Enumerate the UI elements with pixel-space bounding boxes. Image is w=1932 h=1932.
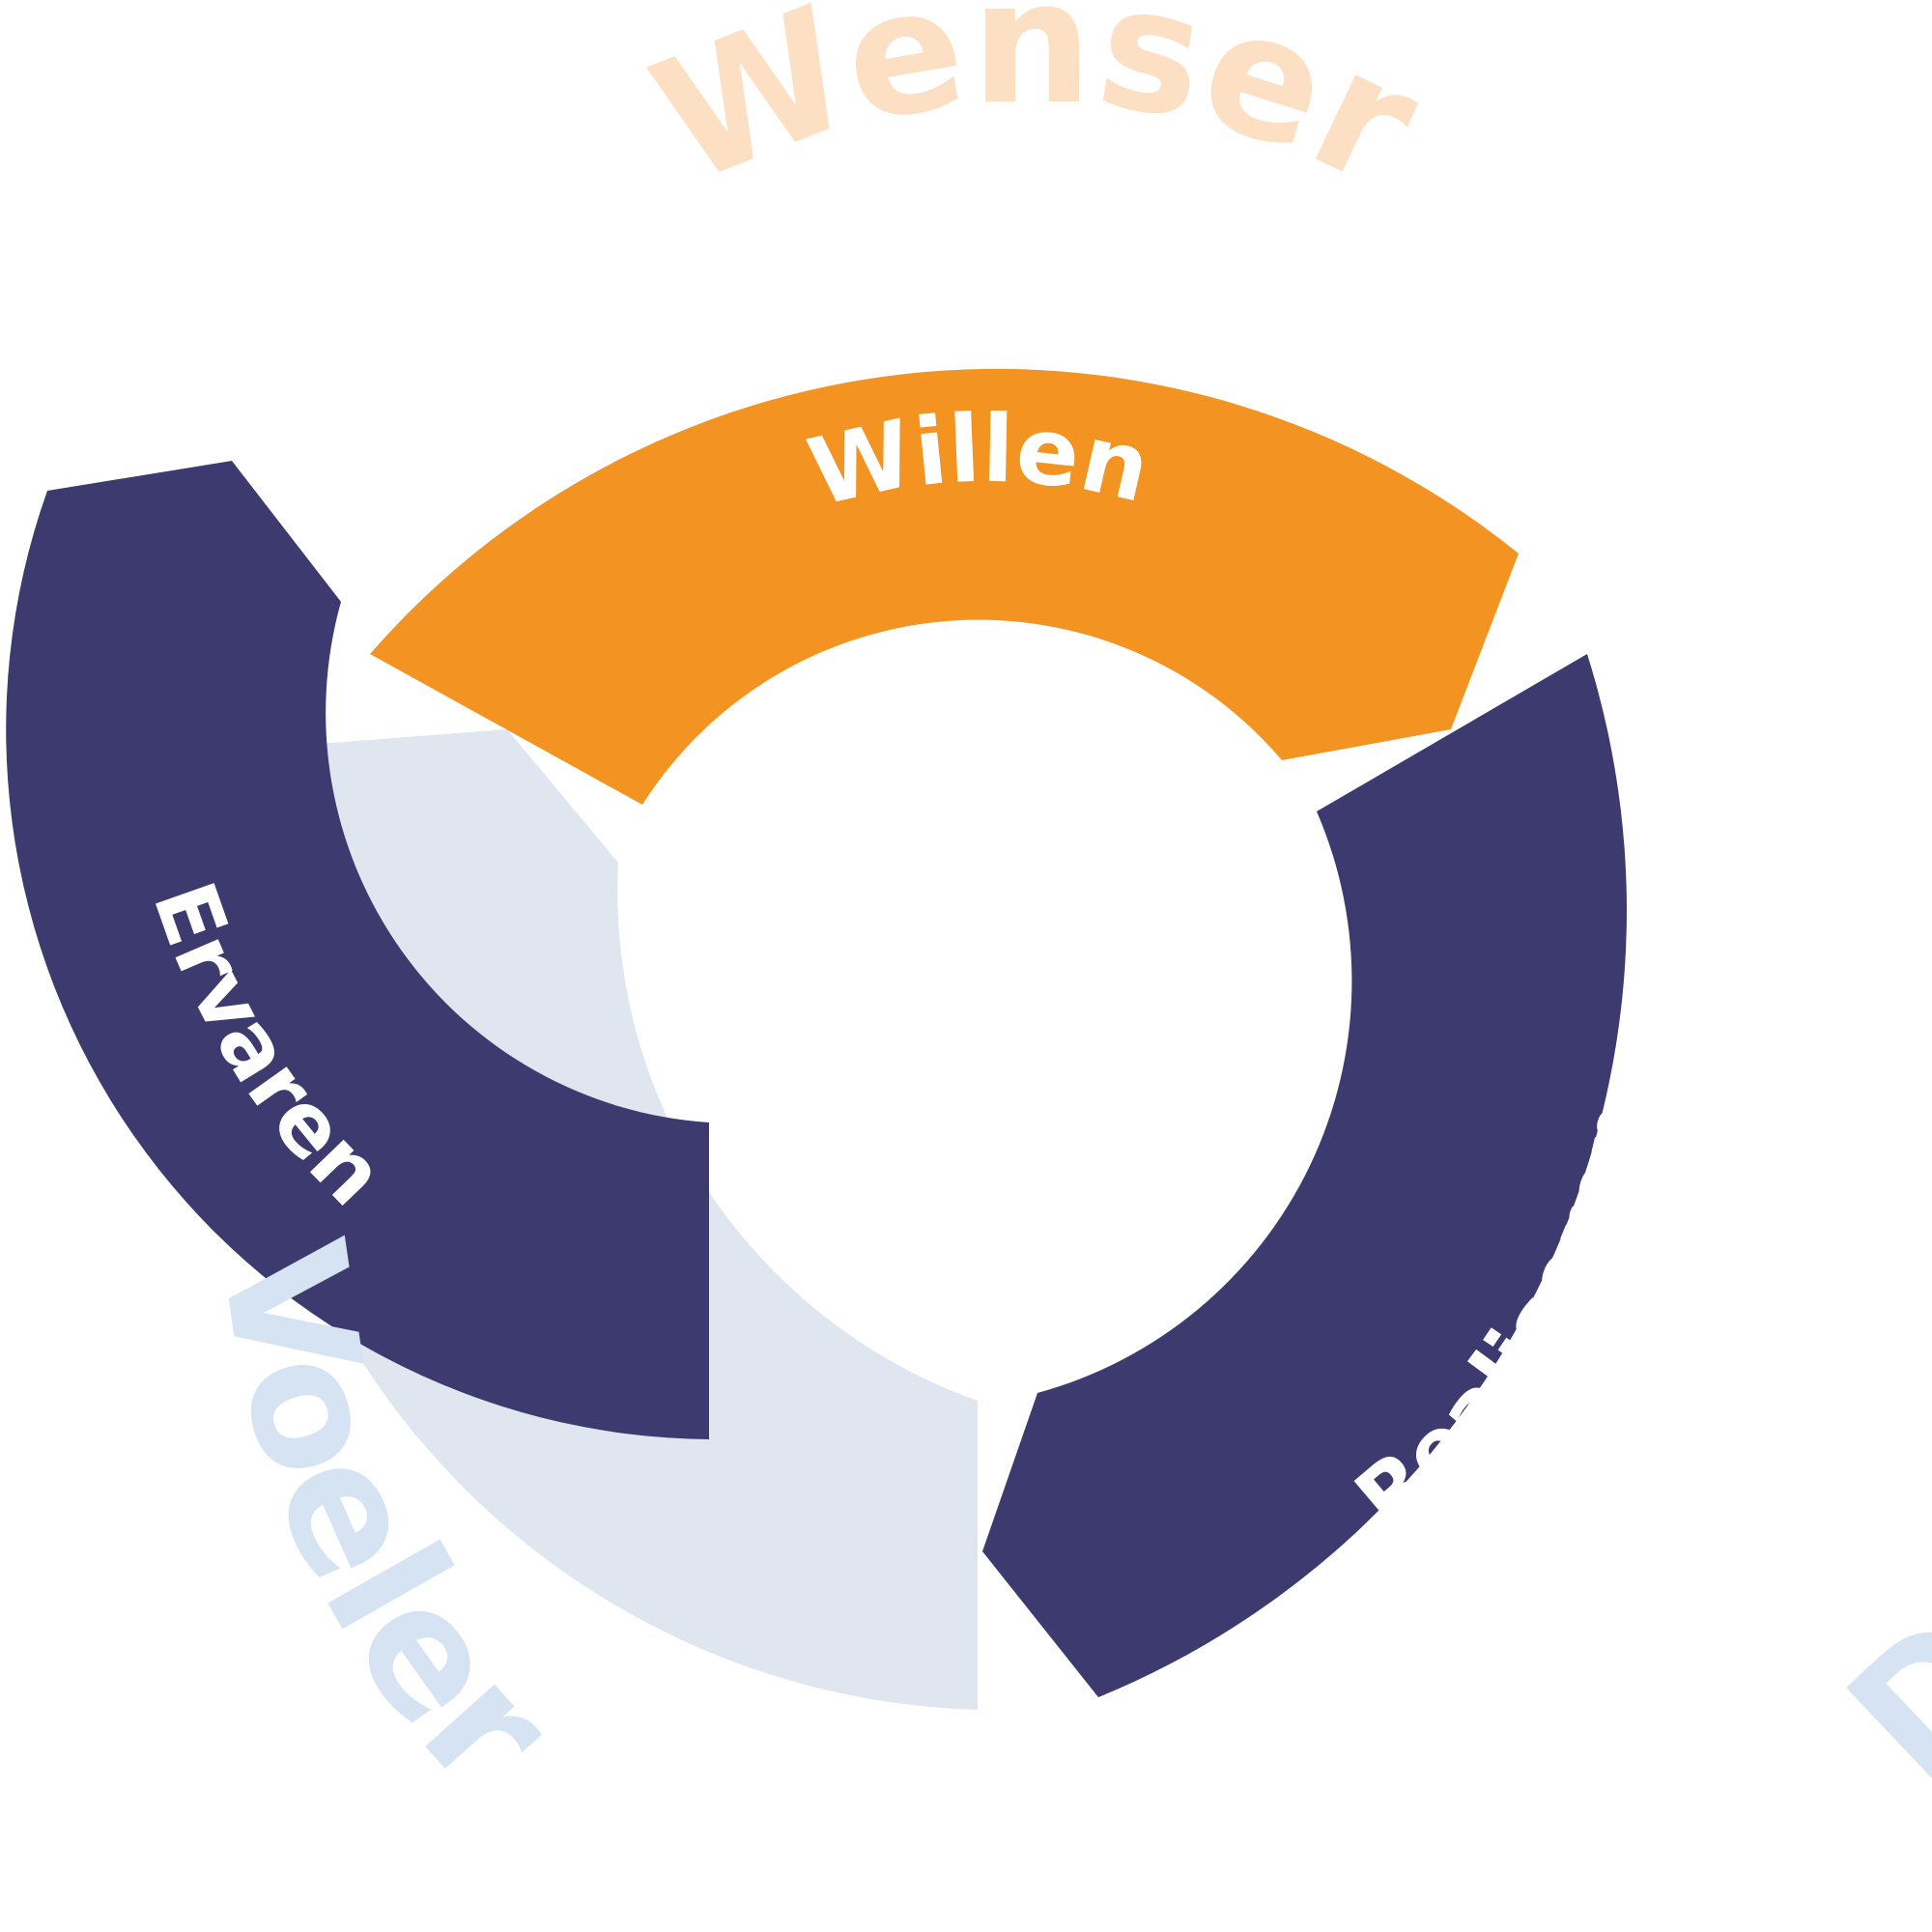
label-wenser: Wenser bbox=[629, 0, 1446, 225]
segment-ervaren bbox=[6, 461, 709, 1439]
segment-willen bbox=[370, 368, 1519, 805]
label-doener: Doener bbox=[1812, 1169, 1932, 1818]
segment-realiseren bbox=[982, 654, 1627, 1697]
